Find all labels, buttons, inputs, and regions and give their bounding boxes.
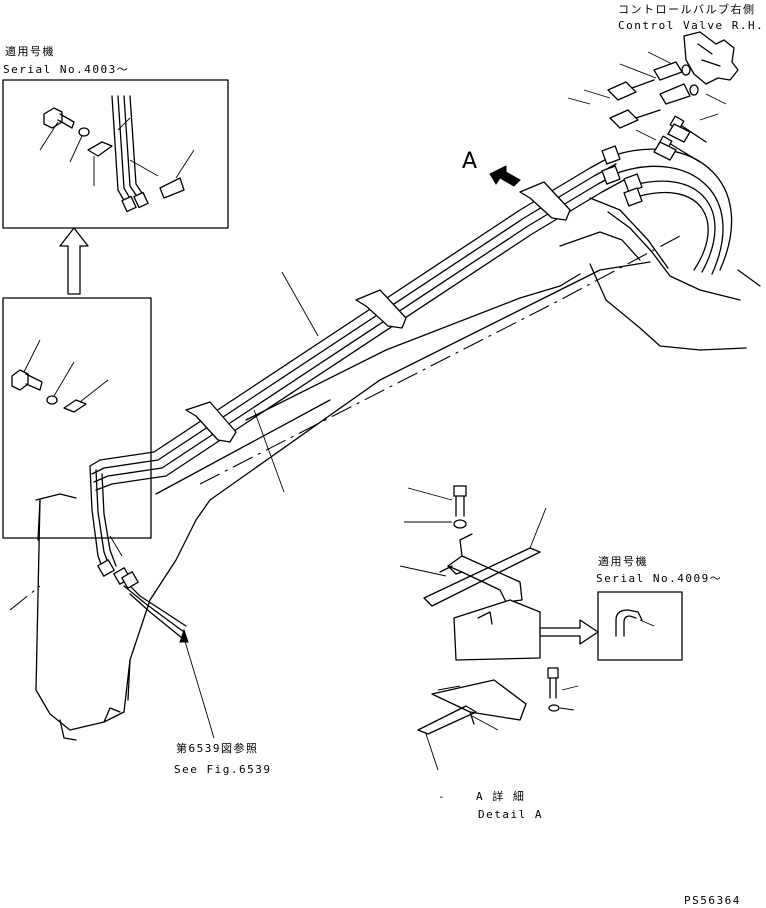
hose-lines xyxy=(89,115,733,639)
detail-a-en: Detail A xyxy=(478,808,543,821)
serial-right-en: Serial No.4009～ xyxy=(596,572,722,585)
inset-standard-clamp xyxy=(2,297,152,539)
detail-a-bullet: - xyxy=(438,790,446,803)
serial-right-jp: 適用号機 xyxy=(598,554,648,568)
see-fig-en: See Fig.6539 xyxy=(174,763,271,776)
see-fig-jp: 第6539図参照 xyxy=(176,741,259,755)
drawing-number: PS56364 xyxy=(684,894,741,907)
control-valve xyxy=(567,31,739,161)
view-a-label: A xyxy=(462,149,477,174)
view-a-arrow-icon xyxy=(489,165,521,187)
leader-lines xyxy=(109,271,319,557)
arrow-up-icon xyxy=(59,227,89,295)
detail-a-drawing xyxy=(399,485,683,771)
control-valve-en: Control Valve R.H. xyxy=(618,19,764,32)
inset-serial-4003 xyxy=(2,79,229,229)
serial-top-en: Serial No.4003～ xyxy=(3,63,129,76)
detail-a-jp: A 詳 細 xyxy=(476,789,525,803)
serial-top-jp: 適用号機 xyxy=(5,44,55,58)
boom-body xyxy=(9,197,761,741)
see-fig-arrow-icon xyxy=(179,628,215,739)
control-valve-jp: コントロールバルブ右側 xyxy=(618,2,756,16)
